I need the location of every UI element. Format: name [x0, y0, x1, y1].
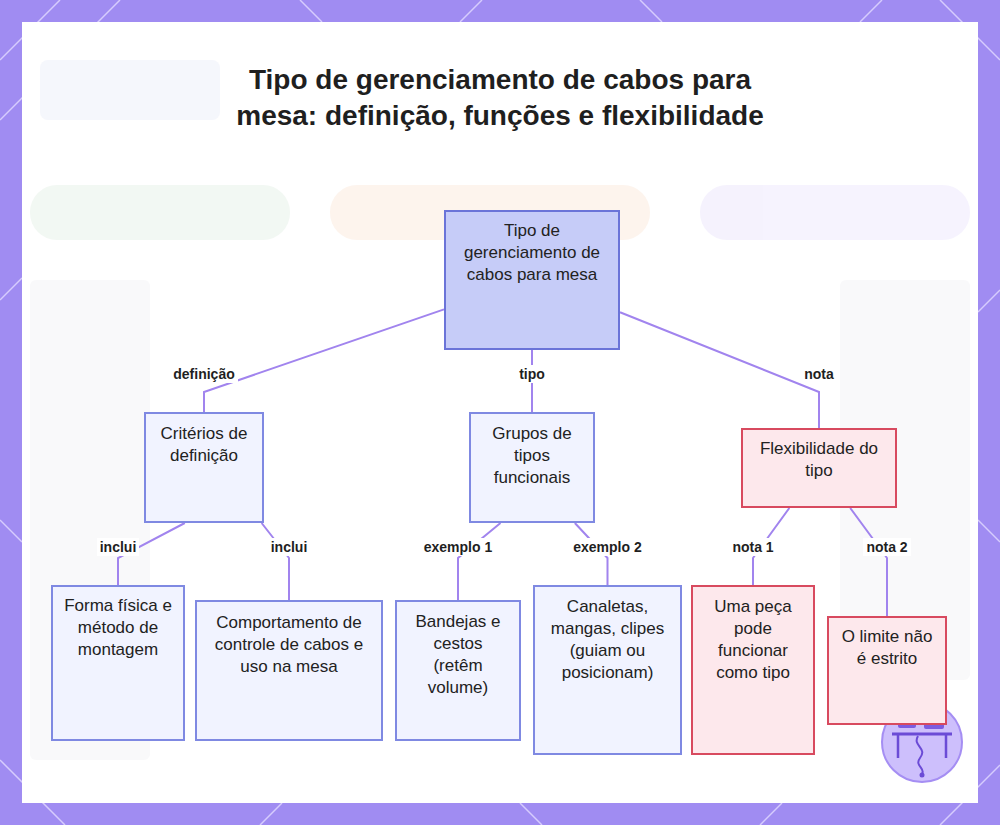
edge-label: nota 2: [863, 538, 910, 556]
connector-line: [262, 523, 289, 600]
node-label: Tipo de gerenciamento de cabos para mesa: [456, 220, 608, 286]
edge-label: nota 1: [729, 538, 776, 556]
edge-label: inclui: [97, 538, 140, 556]
node-label: Uma peça pode funcionar como tipo: [703, 596, 803, 684]
node-label: Comportamento de controle de cabos e uso…: [207, 612, 371, 678]
diagram-title: Tipo de gerenciamento de cabos para mesa…: [210, 62, 790, 134]
node-label: Bandejas e cestos (retêm volume): [407, 611, 509, 699]
edge-label: tipo: [516, 365, 548, 383]
detail-box: Bandejas e cestos (retêm volume): [395, 600, 521, 741]
connector-line: [850, 508, 887, 616]
note-box: O limite não é estrito: [827, 616, 947, 725]
node-label: Forma física e método de montagem: [63, 595, 173, 661]
node-label: Flexibilidade do tipo: [753, 438, 885, 482]
edge-label: nota: [801, 365, 837, 383]
connector-line: [458, 523, 501, 600]
detail-box: Canaletas, mangas, clipes (guiam ou posi…: [533, 585, 682, 755]
note-box: Flexibilidade do tipo: [741, 428, 897, 508]
root-box: Tipo de gerenciamento de cabos para mesa: [444, 210, 620, 350]
node-label: Grupos de tipos funcionais: [481, 423, 583, 489]
connector-line: [204, 309, 444, 412]
edge-label: inclui: [268, 538, 311, 556]
edge-label: exemplo 2: [570, 538, 644, 556]
category-box: Critérios de definição: [144, 412, 264, 523]
node-label: Critérios de definição: [156, 423, 252, 467]
note-box: Uma peça pode funcionar como tipo: [691, 585, 815, 755]
detail-box: Forma física e método de montagem: [51, 585, 185, 741]
detail-box: Comportamento de controle de cabos e uso…: [195, 600, 383, 741]
category-box: Grupos de tipos funcionais: [469, 412, 595, 523]
node-label: O limite não é estrito: [839, 626, 935, 670]
edge-label: exemplo 1: [421, 538, 495, 556]
edge-label: definição: [170, 365, 237, 383]
connector-line: [620, 312, 819, 428]
node-label: Canaletas, mangas, clipes (guiam ou posi…: [545, 596, 670, 684]
